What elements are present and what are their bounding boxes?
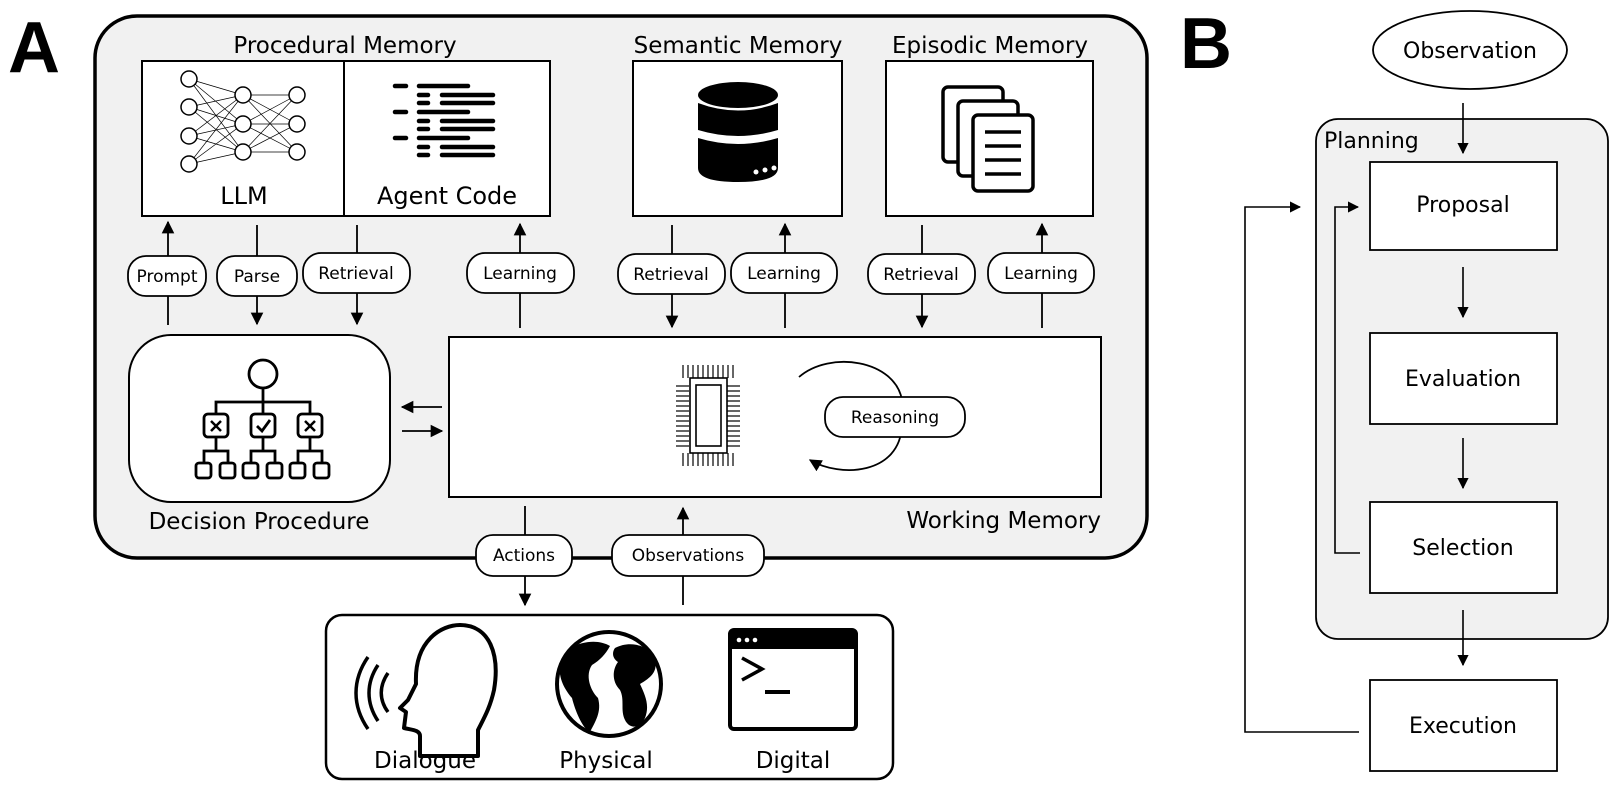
- execution-node: Execution: [1369, 679, 1558, 772]
- llm-label: LLM: [220, 182, 267, 210]
- svg-text:Execution: Execution: [1409, 714, 1517, 739]
- working-memory-box: [448, 336, 1102, 498]
- edge-label-retrieval-semantic: Retrieval: [617, 253, 726, 295]
- reasoning-loop-arrow: [798, 360, 903, 472]
- svg-text:Reasoning: Reasoning: [851, 408, 939, 428]
- planning-title: Planning: [1324, 129, 1419, 154]
- procedural-memory-title: Procedural Memory: [233, 33, 456, 59]
- svg-text:Evaluation: Evaluation: [1405, 367, 1521, 392]
- environment-label-dialogue: Dialogue: [374, 748, 476, 774]
- planning-step-proposal: Proposal: [1369, 161, 1558, 251]
- edge-label-retrieval-episodic: Retrieval: [867, 253, 976, 295]
- svg-text:Observation: Observation: [1403, 39, 1537, 64]
- svg-text:Learning: Learning: [483, 264, 557, 284]
- edge-label-actions: Actions: [475, 534, 573, 577]
- decision-tree-icon: [194, 358, 331, 480]
- svg-text:Proposal: Proposal: [1416, 193, 1509, 218]
- edge-label-learning-procedural: Learning: [466, 252, 575, 294]
- edge-label-learning-episodic: Learning: [987, 252, 1095, 294]
- environment-label-digital: Digital: [756, 748, 831, 774]
- svg-text:Learning: Learning: [747, 264, 821, 284]
- svg-text:Retrieval: Retrieval: [318, 264, 394, 284]
- documents-stack-icon: [941, 85, 1035, 193]
- episodic-memory-title: Episodic Memory: [892, 33, 1088, 59]
- observation-node: Observation: [1372, 10, 1568, 90]
- svg-text:Actions: Actions: [493, 546, 555, 566]
- svg-text:Prompt: Prompt: [137, 267, 198, 287]
- speaking-head-icon: [354, 623, 498, 758]
- edge-label-prompt: Prompt: [127, 255, 207, 297]
- environment-label-physical: Physical: [559, 748, 653, 774]
- edge-label-retrieval-procedural: Retrieval: [302, 252, 411, 294]
- svg-text:Selection: Selection: [1412, 536, 1513, 561]
- edge-label-parse: Parse: [216, 255, 298, 297]
- neural-network-icon: [180, 70, 306, 173]
- terminal-window-icon: [728, 628, 858, 731]
- planning-step-evaluation: Evaluation: [1369, 332, 1558, 425]
- semantic-memory-title: Semantic Memory: [634, 33, 843, 59]
- planning-flow-arrows: [1244, 103, 1469, 733]
- svg-text:Retrieval: Retrieval: [883, 265, 959, 285]
- svg-text:Parse: Parse: [234, 267, 280, 287]
- reasoning-pill: Reasoning: [824, 396, 966, 438]
- planning-step-selection: Selection: [1369, 501, 1558, 594]
- cpu-chip-icon: [676, 365, 740, 466]
- globe-icon: [555, 630, 663, 738]
- panel-a-letter: A: [8, 8, 60, 88]
- decision-procedure-label: Decision Procedure: [149, 509, 370, 535]
- edge-label-learning-semantic: Learning: [730, 252, 838, 294]
- svg-text:Learning: Learning: [1004, 264, 1078, 284]
- working-memory-label: Working Memory: [906, 508, 1101, 534]
- procedural-memory-box: [141, 60, 551, 217]
- panel-b-letter: B: [1180, 4, 1232, 84]
- agent-code-label: Agent Code: [377, 182, 517, 210]
- svg-text:Retrieval: Retrieval: [633, 265, 709, 285]
- database-icon: [698, 82, 778, 182]
- code-lines-icon: [392, 83, 496, 158]
- svg-text:Observations: Observations: [632, 546, 745, 566]
- edge-label-observations: Observations: [611, 534, 765, 577]
